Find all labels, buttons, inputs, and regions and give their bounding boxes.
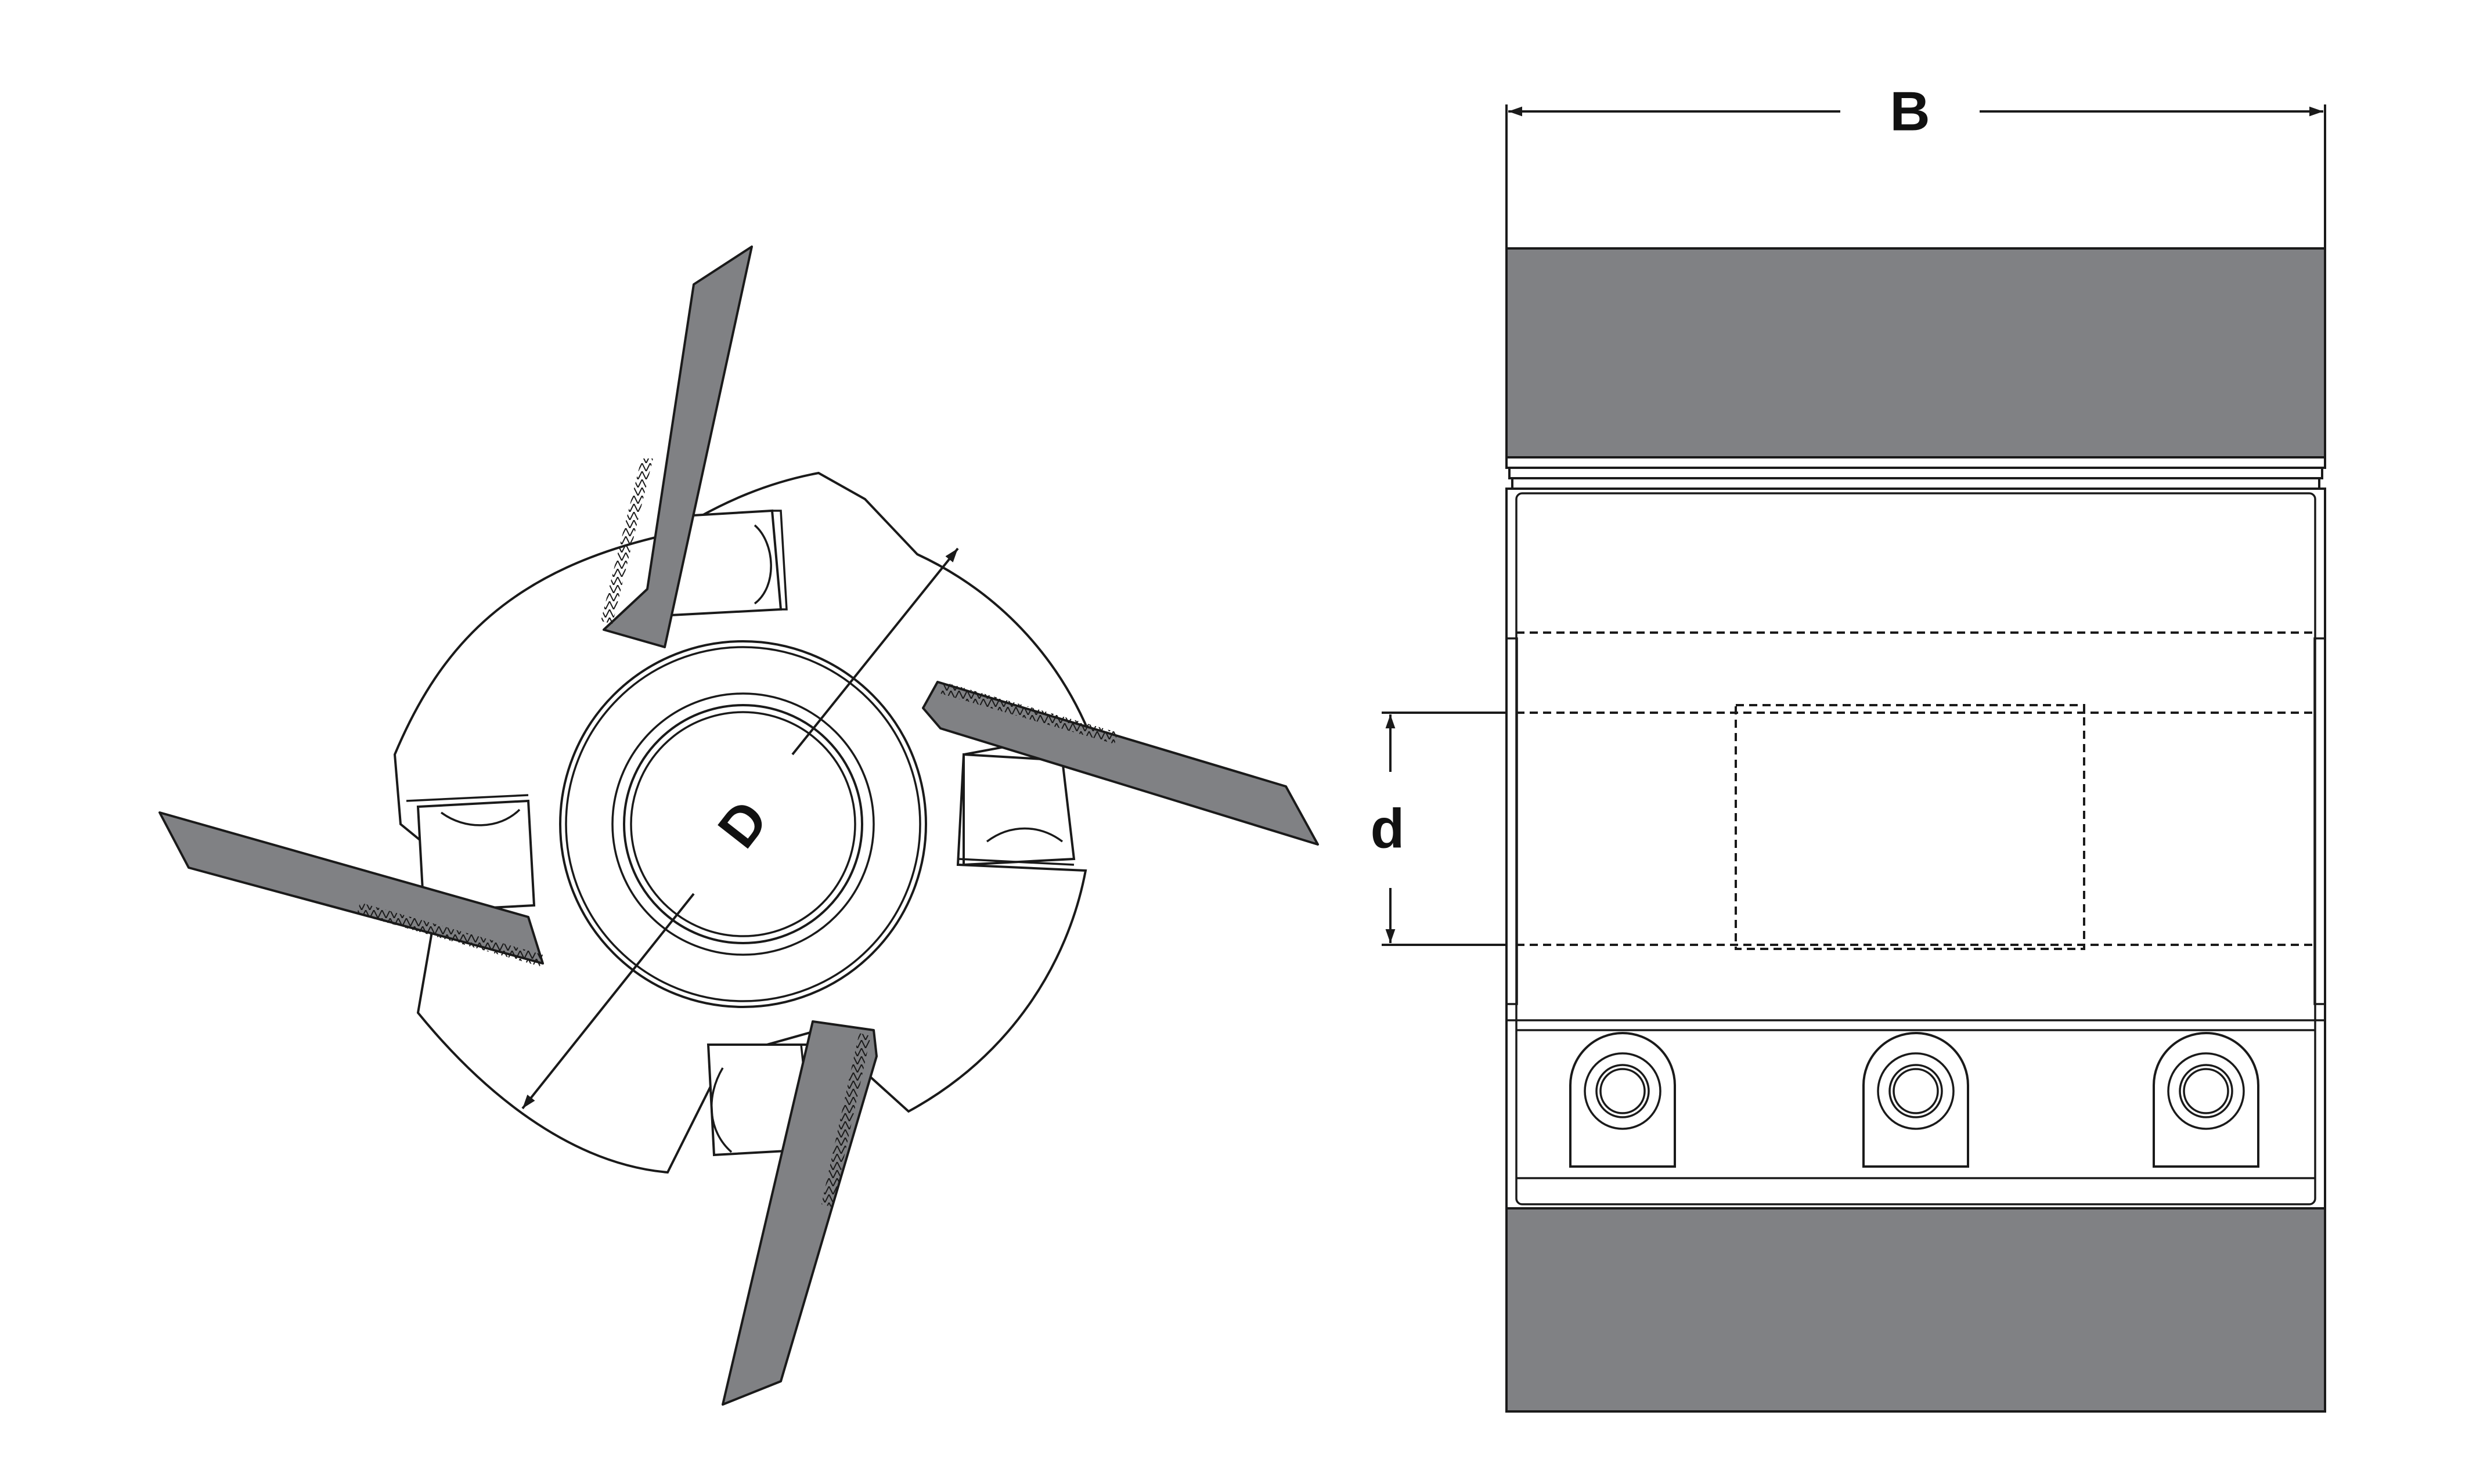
- right-flank: [2313, 637, 2326, 1005]
- clamp-wedge-left: [406, 794, 536, 913]
- front-view: D: [158, 245, 1319, 1406]
- clamp-screw-2: [1862, 1032, 1969, 1168]
- clamp-screw-1: [1569, 1032, 1676, 1168]
- hub-ring-3: [611, 692, 875, 956]
- knife-bottom: [722, 1020, 878, 1406]
- bore-ring-inner: [630, 711, 856, 937]
- top-knife-band: [1505, 247, 2326, 458]
- knife-top: [601, 245, 753, 648]
- clamp-screw-3: [2153, 1032, 2259, 1168]
- bottom-knife-band: [1505, 1207, 2326, 1413]
- top-strip-1: [1505, 456, 2326, 469]
- width-label: B: [1890, 81, 1930, 143]
- hub-ring-2: [565, 646, 921, 1002]
- knife-left: [158, 811, 544, 966]
- diameter-dimension-line-2: [521, 893, 695, 1110]
- clamp-wedge-right: [957, 753, 1076, 866]
- side-view: B d: [1371, 81, 2326, 1413]
- hidden-keyway: [1735, 704, 2085, 950]
- left-flank: [1505, 637, 1518, 1005]
- knife-right: [922, 681, 1319, 846]
- top-strip-2: [1508, 467, 2323, 479]
- bore-label: d: [1371, 798, 1405, 860]
- top-strip-3: [1511, 477, 2320, 490]
- diameter-dimension-line: [791, 547, 959, 756]
- bore-ring: [623, 704, 863, 944]
